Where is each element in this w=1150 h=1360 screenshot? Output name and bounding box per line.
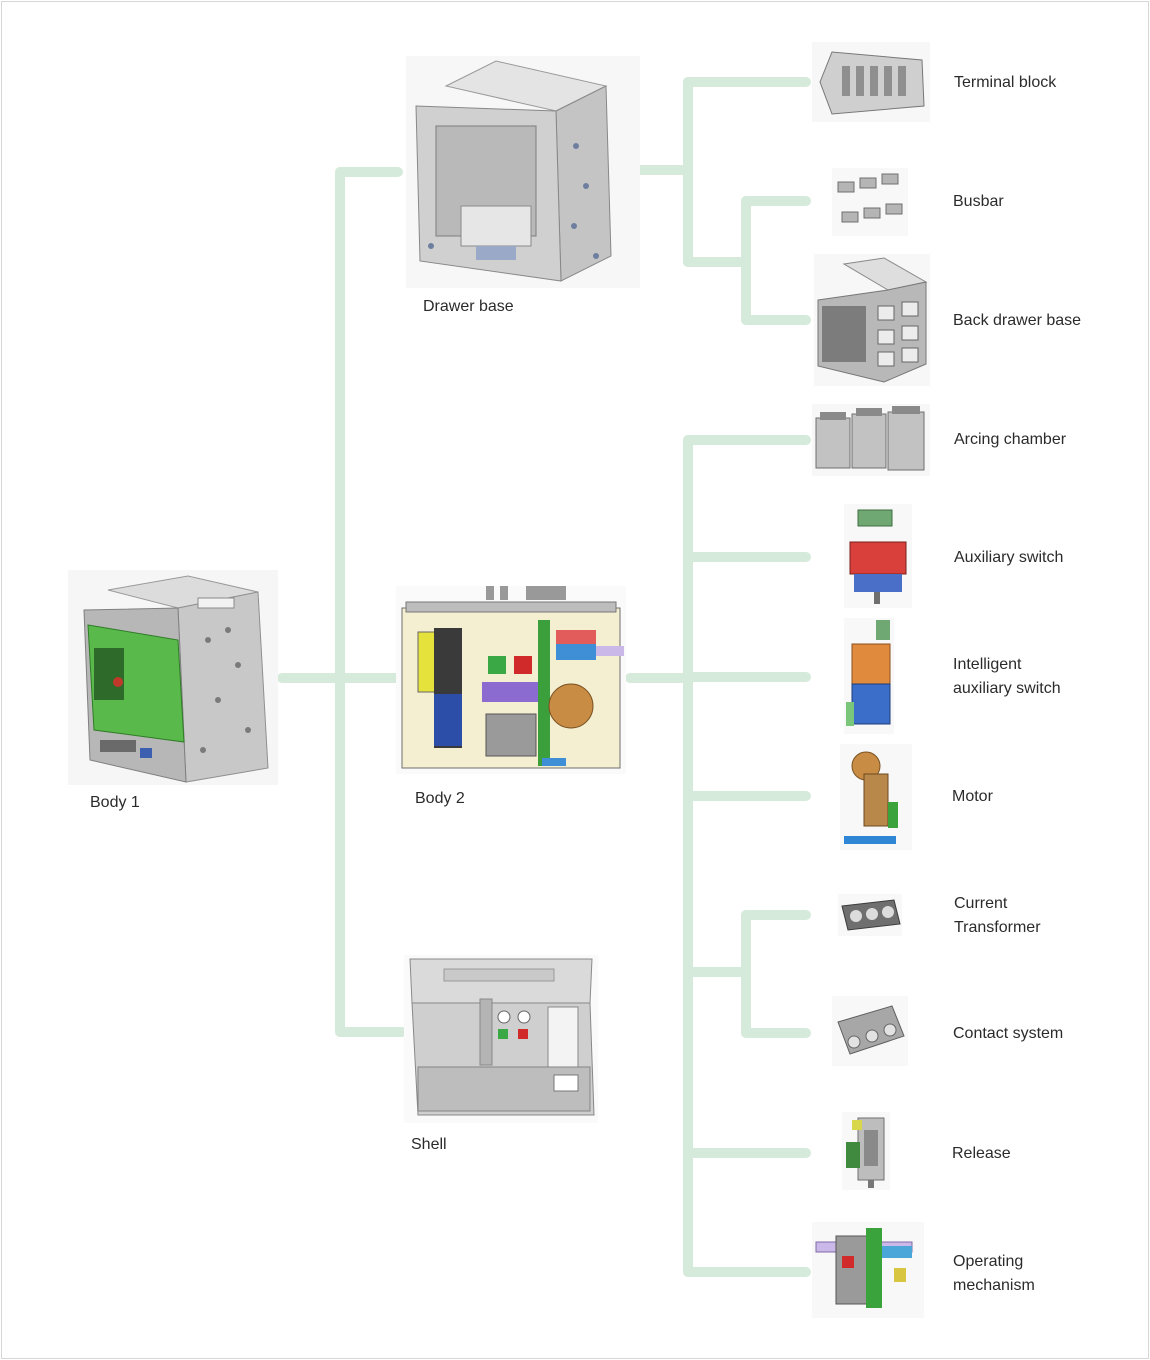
contact-system-image [832, 996, 908, 1066]
terminal-block-label: Terminal block [954, 74, 1057, 91]
auxiliary-switch-label: Auxiliary switch [954, 549, 1064, 566]
back-drawer-base-image [814, 254, 930, 386]
back-drawer-base-label: Back drawer base [953, 312, 1082, 329]
busbar-label: Busbar [953, 193, 1004, 210]
auxiliary-switch-image [844, 504, 912, 608]
motor-label: Motor [952, 788, 993, 805]
drawer-base-image [406, 56, 640, 288]
terminal-block-image [812, 42, 930, 122]
release-label: Release [952, 1145, 1011, 1162]
release-image [842, 1112, 890, 1190]
drawer-base-label: Drawer base [423, 298, 514, 315]
intelligent-auxiliary-switch-label-line1: Intelligent [953, 656, 1022, 673]
current-transformer-image [838, 894, 902, 936]
shell-image [404, 955, 598, 1123]
contact-system-label: Contact system [953, 1025, 1064, 1042]
operating-mechanism-image [812, 1222, 924, 1318]
current-transformer-label-line2: Transformer [954, 919, 1041, 936]
body2-image [396, 586, 626, 774]
operating-mechanism-label-line1: Operating [953, 1253, 1024, 1270]
body2-label: Body 2 [415, 790, 465, 807]
arcing-chamber-image [812, 404, 930, 476]
arcing-chamber-label: Arcing chamber [954, 431, 1067, 448]
body1-image [68, 570, 278, 785]
shell-label: Shell [411, 1136, 447, 1153]
motor-image [840, 744, 912, 850]
operating-mechanism-label-line2: mechanism [953, 1277, 1035, 1294]
busbar-image [832, 168, 908, 236]
intelligent-auxiliary-switch-label-line2: auxiliary switch [953, 680, 1061, 697]
current-transformer-label-line1: Current [954, 895, 1008, 912]
body1-label: Body 1 [90, 794, 140, 811]
intelligent-auxiliary-switch-image [844, 618, 894, 734]
